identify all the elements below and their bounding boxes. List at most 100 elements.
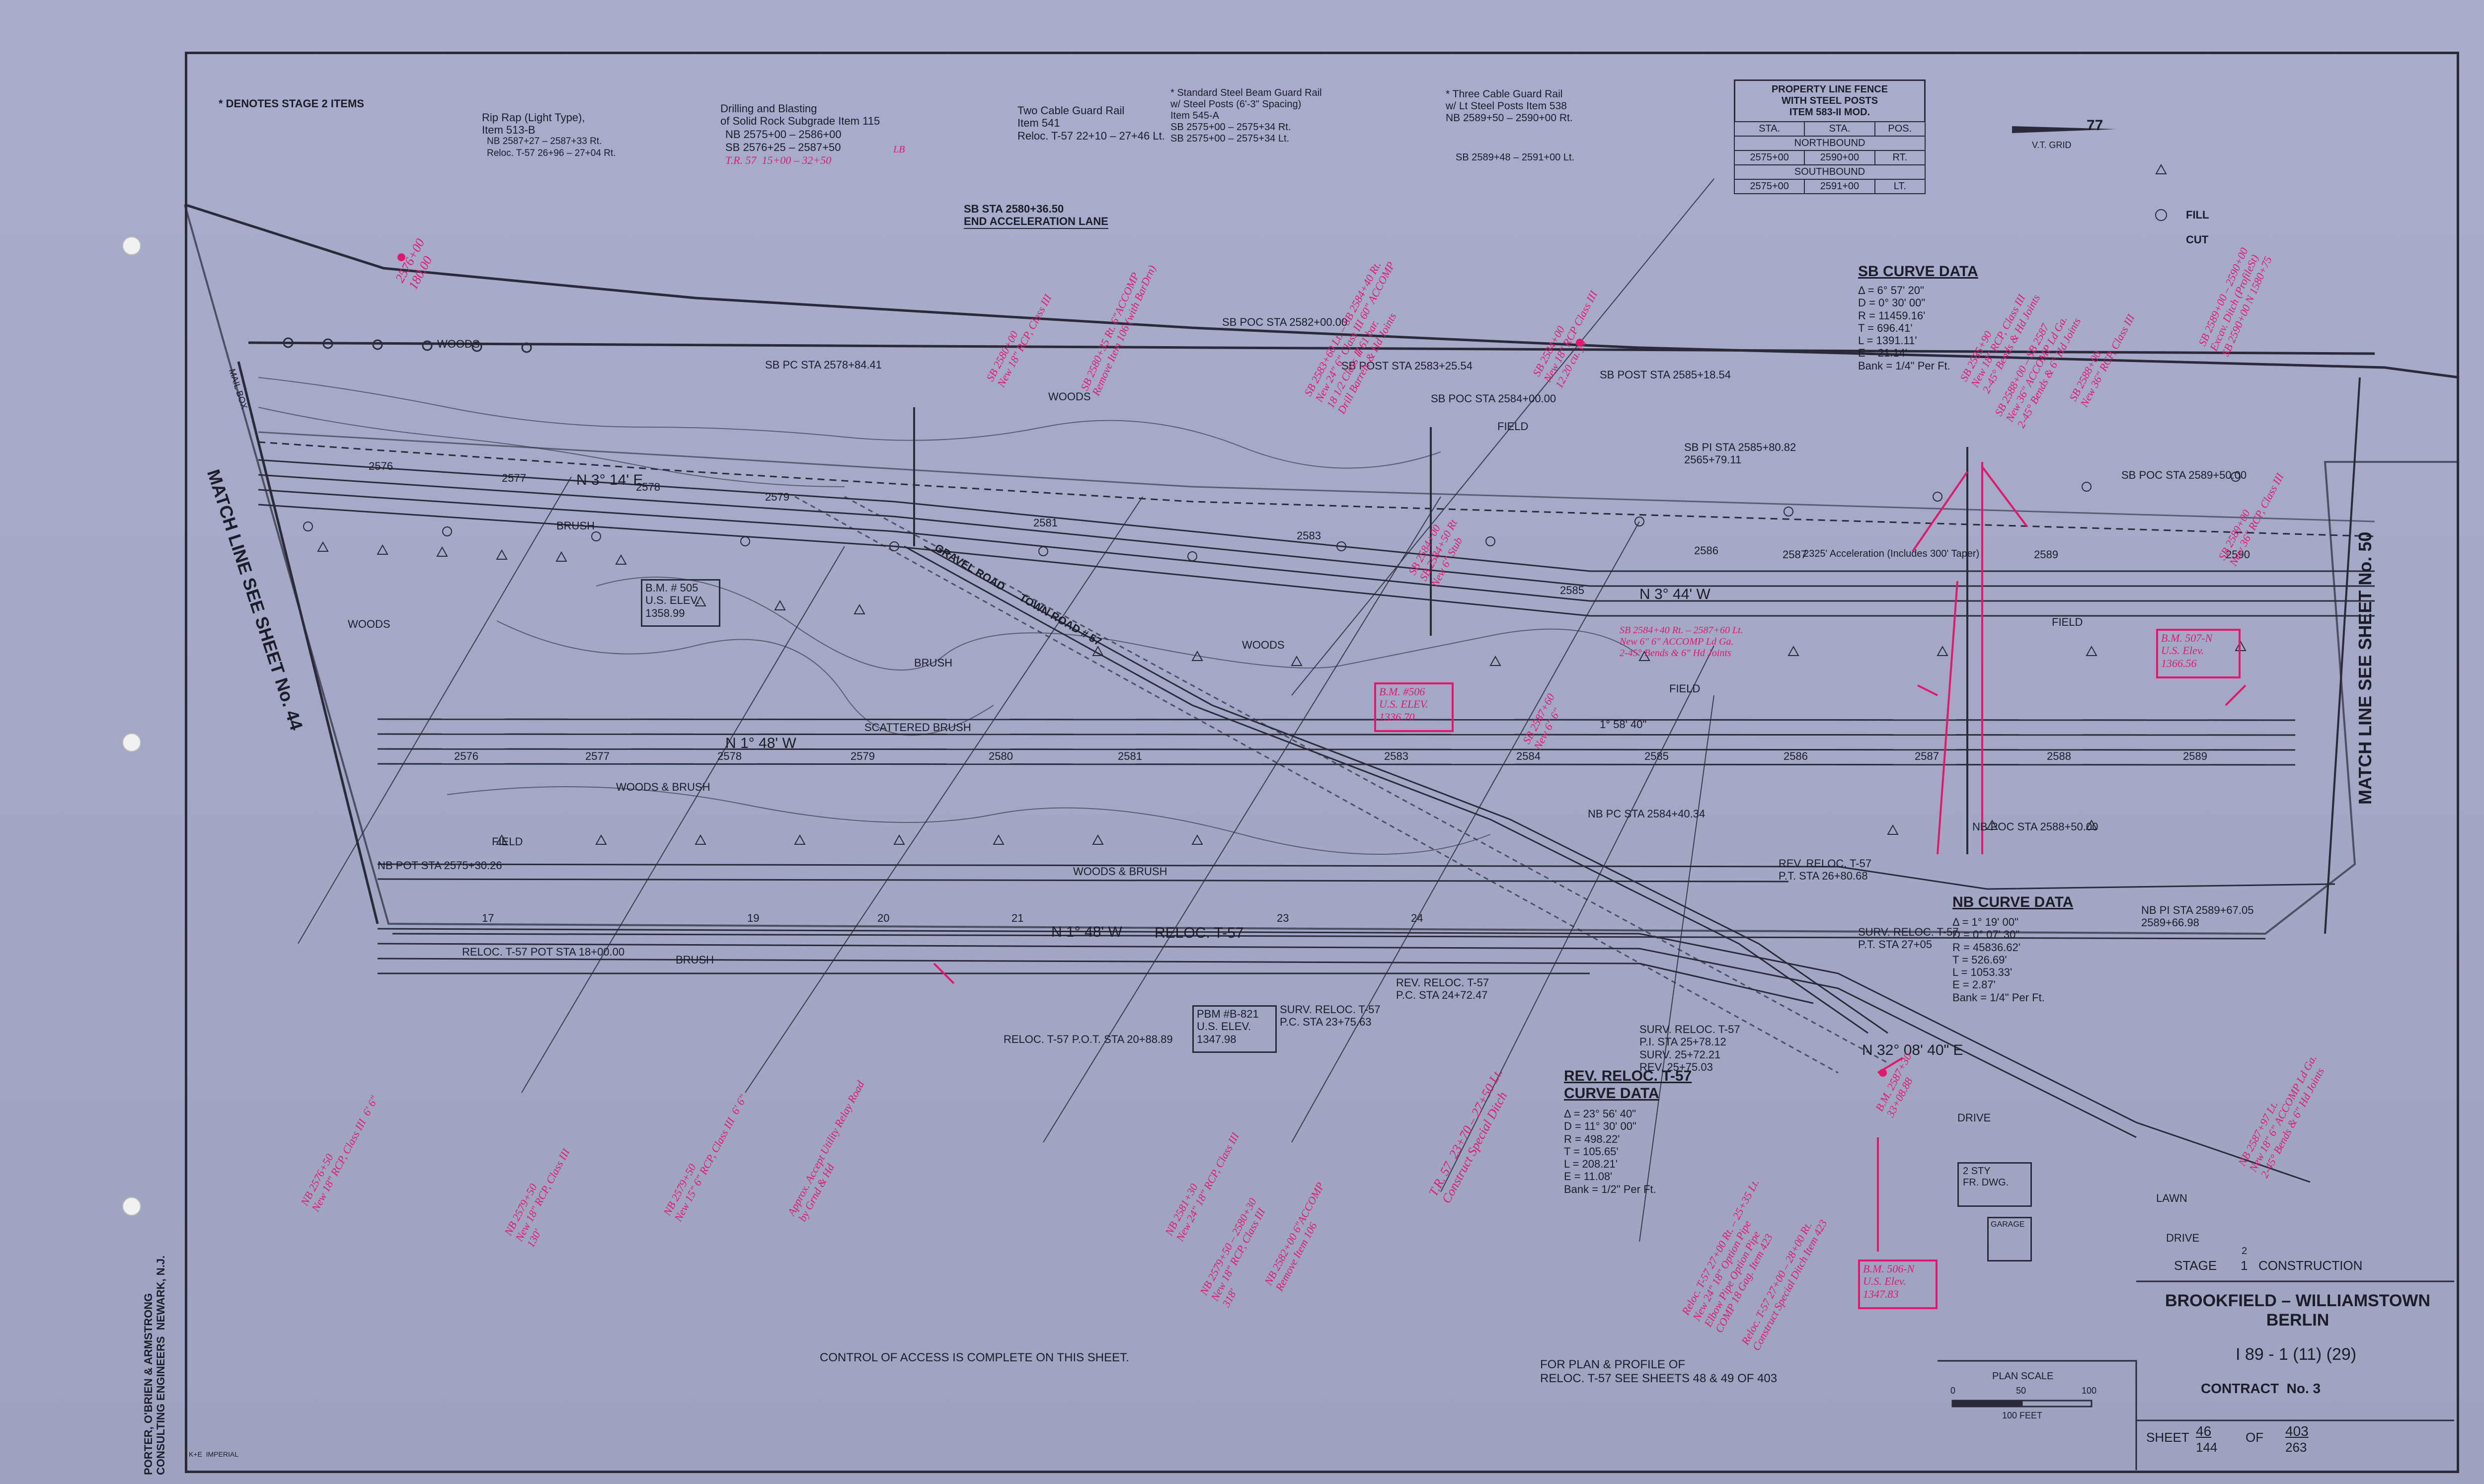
scattered-brush-label: SCATTERED BRUSH bbox=[864, 721, 971, 734]
nb-station: 2579 bbox=[851, 750, 875, 762]
scale-tick: 50 bbox=[2016, 1386, 2026, 1396]
brush-label: BRUSH bbox=[676, 954, 714, 966]
sb-sta-end-accel: SB STA 2580+36.50 END ACCELERATION LANE bbox=[964, 203, 1108, 229]
control-of-access-note: CONTROL OF ACCESS IS COMPLETE ON THIS SH… bbox=[820, 1351, 1129, 1364]
sb-station: 2583 bbox=[1297, 529, 1321, 542]
sb-curve-line: D = 0° 30' 00" bbox=[1858, 297, 1926, 309]
project-name: BROOKFIELD – WILLIAMSTOWN BERLIN bbox=[2165, 1291, 2430, 1330]
surv-pc: SURV. RELOC. T-57 P.C. STA 23+75.63 bbox=[1280, 1003, 1381, 1029]
rev-curve-line: E = 11.08' bbox=[1564, 1170, 1613, 1183]
fence-cell: LT. bbox=[1874, 179, 1926, 194]
binder-hole bbox=[122, 236, 141, 255]
reloc-station: 20 bbox=[877, 912, 890, 924]
sb-station: 2577 bbox=[502, 472, 526, 484]
brush-label: BRUSH bbox=[556, 519, 595, 532]
pbm-label: PBM #B-821 U.S. ELEV. 1347.98 bbox=[1197, 1008, 1259, 1045]
drilling-red: T.R. 57 15+00 – 32+50 bbox=[725, 154, 832, 166]
bm-506-label: B.M. #506 U.S. ELEV. 1336.70 bbox=[1379, 685, 1428, 723]
sheet-number: 46 bbox=[2196, 1423, 2212, 1439]
red-note: SB 2584+40 Rt. – 2587+60 Lt. New 6" 6" A… bbox=[1620, 625, 1743, 659]
sb-poc-2: SB POC STA 2584+00.00 bbox=[1431, 392, 1556, 405]
stage-number-2: 1 bbox=[2241, 1258, 2248, 1273]
scale-tick: 100 bbox=[2082, 1386, 2097, 1396]
nb-curve-line: E = 2.87' bbox=[1952, 978, 1996, 991]
nb-curve-line: Bank = 1/4" Per Ft. bbox=[1952, 991, 2045, 1004]
nb-bearing: N 1° 48' W bbox=[725, 735, 796, 751]
nb-pot-sta: NB POT STA 2575+30.26 bbox=[378, 859, 502, 872]
nb-station: 2576 bbox=[454, 750, 478, 762]
bm-505-label: B.M. # 505 U.S. ELEV. 1358.99 bbox=[645, 582, 700, 619]
route-number: I 89 - 1 (11) (29) bbox=[2236, 1345, 2357, 1364]
pbm-box: PBM #B-821 U.S. ELEV. 1347.98 bbox=[1192, 1005, 1277, 1053]
plan-profile-note: FOR PLAN & PROFILE OF RELOC. T-57 SEE SH… bbox=[1540, 1358, 1778, 1385]
reloc-bearing: N 1° 48' W bbox=[1051, 924, 1122, 940]
sb-bearing: N 3° 14' E bbox=[576, 472, 643, 488]
scale-title: PLAN SCALE bbox=[1992, 1371, 2054, 1382]
rev-curve-title: REV. RELOC. T-57 CURVE DATA bbox=[1564, 1068, 1692, 1102]
rev-pt: REV. RELOC. T-57 P.T. STA 26+80.68 bbox=[1779, 857, 1872, 883]
nb-station: 2588 bbox=[2047, 750, 2071, 762]
rip-rap-1: NB 2587+27 – 2587+33 Rt. bbox=[487, 136, 602, 147]
lb-mark: LB bbox=[893, 144, 905, 155]
sb-station: 2587 bbox=[1783, 548, 1807, 561]
stage-label: STAGE bbox=[2174, 1258, 2217, 1273]
woods-brush-label: WOODS & BRUSH bbox=[1073, 865, 1167, 878]
stage-number: 2 bbox=[2242, 1246, 2248, 1257]
nb-curve-line: R = 45836.62' bbox=[1952, 941, 2020, 954]
field-label: FIELD bbox=[492, 835, 523, 848]
bm-506n-box: B.M. 506-N U.S. Elev. 1347.83 bbox=[1858, 1260, 1938, 1309]
nb-curve-lines: Δ = 1° 19' 00" D = 0° 07' 30" R = 45836.… bbox=[1952, 916, 2045, 1004]
nb-pc-sta: NB PC STA 2584+40.34 bbox=[1588, 808, 1706, 820]
sb-station: 2589 bbox=[2034, 548, 2058, 561]
three-cable-note-2: SB 2589+48 – 2591+00 Lt. bbox=[1456, 152, 1575, 163]
nb-station: 2581 bbox=[1118, 750, 1142, 762]
dwelling-label: 2 STY FR. DWG. bbox=[1963, 1166, 2009, 1188]
fence-cell: 2575+00 bbox=[1733, 179, 1805, 194]
nb-station: 2580 bbox=[989, 750, 1013, 762]
sheet-total: 403 bbox=[2285, 1423, 2309, 1439]
reloc-station: 23 bbox=[1277, 912, 1289, 924]
nb-poc-sta: NB POC STA 2588+50.00 bbox=[1972, 820, 2098, 833]
fence-header: STA. bbox=[1804, 121, 1875, 137]
contract-number: CONTRACT No. 3 bbox=[2201, 1381, 2321, 1396]
sheet-total-2: 263 bbox=[2285, 1440, 2307, 1455]
sb-curve-line: L = 1391.11' bbox=[1858, 334, 1917, 347]
reloc-pot-2: RELOC. T-57 P.O.T. STA 20+88.89 bbox=[1004, 1033, 1173, 1045]
garage: GARAGE bbox=[1987, 1217, 2032, 1261]
rev-curve-line: D = 11° 30' 00" bbox=[1564, 1120, 1636, 1133]
rev-curve-line: R = 498.22' bbox=[1564, 1132, 1620, 1145]
sb-poc-3: SB POC STA 2589+50.00 bbox=[2121, 469, 2247, 481]
sheet-of: OF bbox=[2246, 1430, 2264, 1445]
nb-station: 2587 bbox=[1915, 750, 1939, 762]
reloc-pot: RELOC. T-57 POT STA 18+00.00 bbox=[462, 946, 625, 958]
fence-table: PROPERTY LINE FENCE WITH STEEL POSTS ITE… bbox=[1733, 79, 1926, 194]
rev-pc: REV. RELOC. T-57 P.C. STA 24+72.47 bbox=[1396, 976, 1489, 1002]
nb-station: 2578 bbox=[717, 750, 742, 762]
scale-unit: 100 FEET bbox=[2002, 1410, 2043, 1420]
nb-station: 2577 bbox=[585, 750, 610, 762]
legend-cut: CUT bbox=[2186, 233, 2209, 246]
firm-name: PORTER, O'BRIEN & ARMSTRONG CONSULTING E… bbox=[142, 1255, 167, 1475]
sb-station: 2581 bbox=[1033, 517, 1058, 529]
rip-rap-note: Rip Rap (Light Type), Item 513-B bbox=[482, 111, 585, 137]
drilling-1: NB 2575+00 – 2586+00 bbox=[725, 128, 842, 141]
nb-pi-sta: NB PI STA 2589+67.05 2589+66.98 bbox=[2141, 904, 2254, 929]
binder-hole bbox=[122, 733, 141, 752]
scale-tick: 0 bbox=[1950, 1386, 1956, 1396]
sb-station: 2578 bbox=[636, 481, 660, 493]
sb-station: 2579 bbox=[765, 491, 789, 503]
surv-pi: SURV. RELOC. T-57 P.I. STA 25+78.12 SURV… bbox=[1639, 1023, 1740, 1073]
bm-506-box: B.M. #506 U.S. ELEV. 1336.70 bbox=[1374, 682, 1454, 732]
nb-station: 2586 bbox=[1784, 750, 1808, 762]
lawn-label: LAWN bbox=[2156, 1192, 2187, 1204]
fence-header: STA. bbox=[1733, 121, 1805, 137]
nb-delta: 1° 58' 40" bbox=[1600, 718, 1647, 731]
nb-station: 2589 bbox=[2183, 750, 2207, 762]
construction-label: CONSTRUCTION bbox=[2258, 1258, 2363, 1273]
fence-cell: 2591+00 bbox=[1804, 179, 1875, 194]
field-label: FIELD bbox=[1497, 420, 1529, 433]
fence-cell: 2590+00 bbox=[1804, 150, 1875, 165]
bm-507-label: B.M. 507-N U.S. Elev. 1366.56 bbox=[2161, 632, 2213, 669]
rip-rap-2: Reloc. T-57 26+96 – 27+04 Rt. bbox=[487, 148, 616, 158]
